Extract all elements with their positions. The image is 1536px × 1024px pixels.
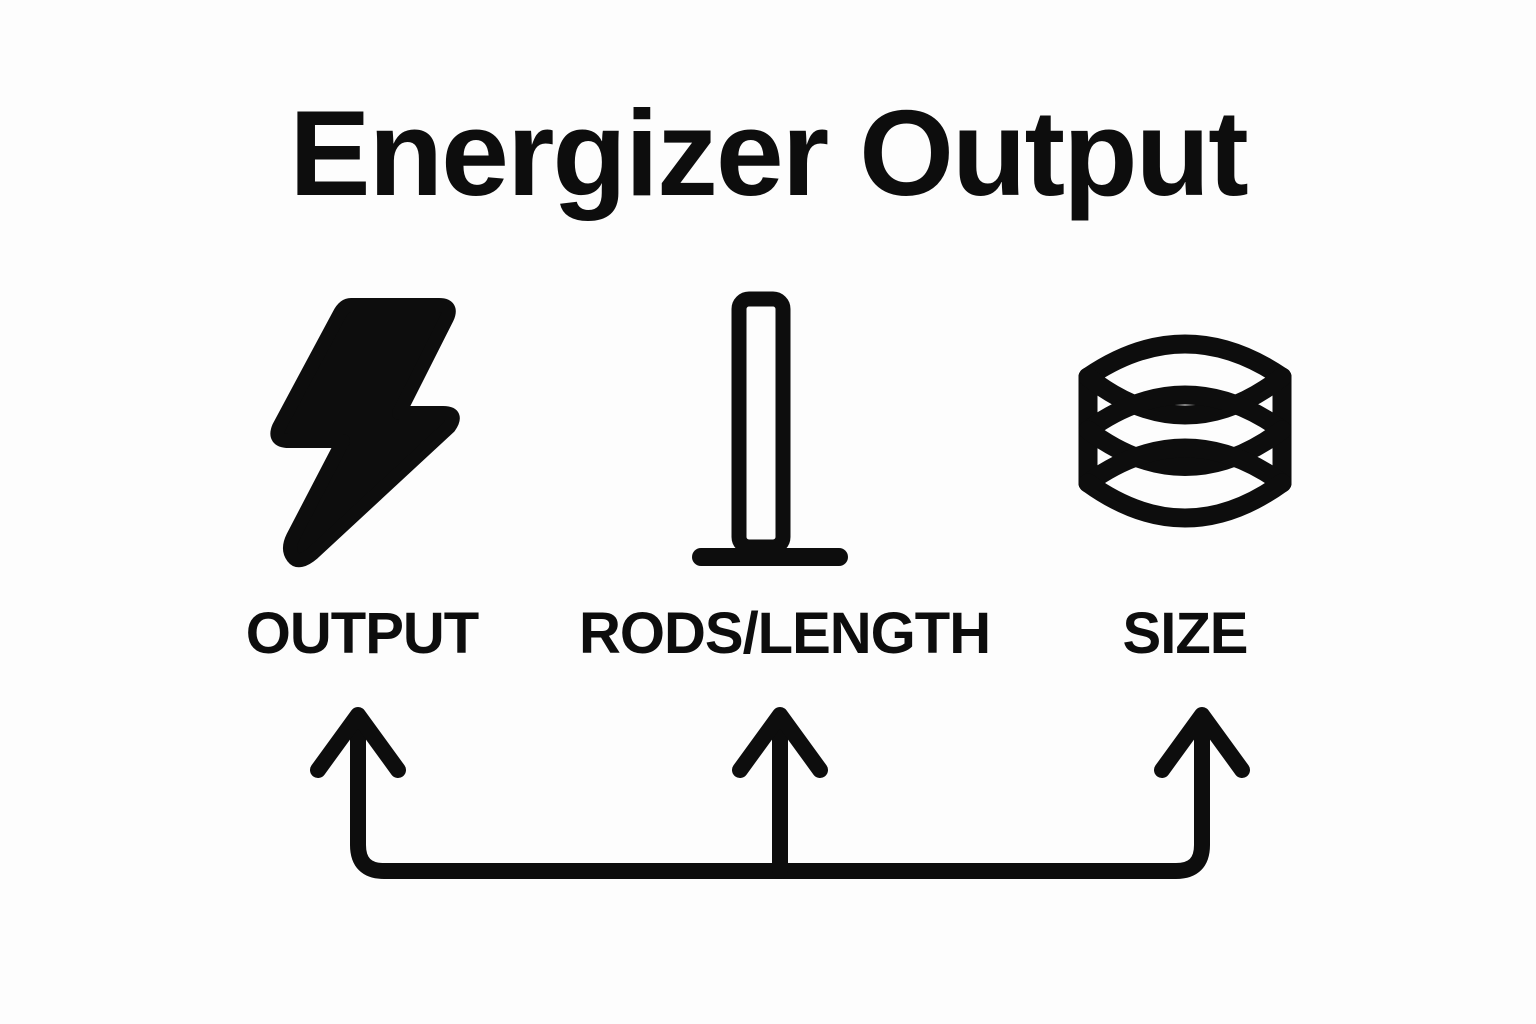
ground-rod-icon [619,280,919,580]
lightning-bolt-icon [212,280,512,580]
arrow-up-icon-middle [732,707,828,778]
column-label-rods-length: RODS/LENGTH [579,601,991,666]
column-label-size: SIZE [1122,601,1249,666]
column-rods-length: RODS/LENGTH [579,280,991,680]
arrow-up-icon-left [310,707,406,778]
wire-coil-icon [1035,280,1335,580]
page-title: Energizer Output [289,85,1249,221]
column-size: SIZE [1035,280,1335,680]
arrow-up-icon-right [1154,707,1250,778]
bracket-connector [300,685,1260,905]
column-output: OUTPUT [212,280,512,680]
column-label-output: OUTPUT [245,601,479,666]
